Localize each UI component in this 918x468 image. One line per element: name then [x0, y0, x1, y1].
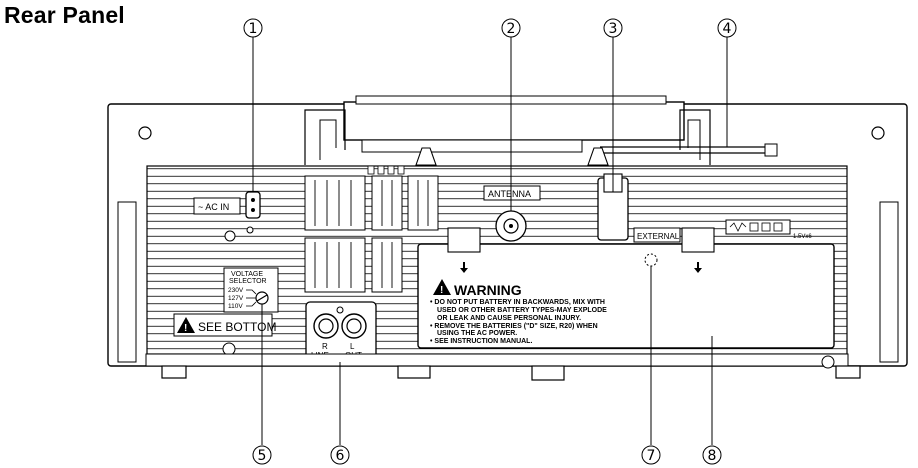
arrow-down-right-icon: [694, 262, 702, 273]
warning-line-1: • DO NOT PUT BATTERY IN BACKWARDS, MIX W…: [430, 299, 605, 306]
right-handle-bracket-inner: [687, 119, 701, 160]
handle-hinge-right: [587, 147, 609, 166]
handle-hinge-left: [415, 147, 437, 166]
top-deck: [343, 101, 685, 141]
foot-center-right: [531, 365, 565, 381]
voltage-110v: 110V: [228, 303, 243, 310]
callout-1: 1: [249, 21, 258, 37]
ac-in-pin-bottom: [251, 208, 255, 212]
left-handle-bracket: [304, 109, 346, 165]
voltage-arrows: [246, 289, 257, 307]
vent-block-mid-bottom: [371, 237, 403, 293]
base-strip: [145, 353, 849, 367]
line-out-jack-l-inner: [346, 318, 362, 334]
voltage-selector-slot: [256, 294, 268, 302]
screw-top-right: [871, 126, 885, 140]
antenna-jack-pin: [509, 224, 513, 228]
callout-2-circle: [501, 18, 521, 38]
foot-left: [161, 365, 187, 379]
voltage-127v: 127V: [228, 295, 244, 302]
page-title: Rear Panel: [4, 2, 125, 28]
line-out-r-label: R: [322, 342, 328, 351]
see-bottom-box: [173, 313, 273, 337]
warning-line-5: USING THE AC POWER.: [437, 330, 517, 337]
battery-cover-tab-right: [681, 227, 715, 253]
battery-cover-tab-left: [447, 227, 481, 253]
ac-in-socket: [245, 191, 261, 219]
vent-block-left-bottom: [304, 237, 366, 293]
screw-left-bottom: [222, 342, 236, 356]
external-label-box: [633, 227, 681, 243]
vent-slots: [314, 180, 429, 288]
callout-5: 5: [258, 448, 267, 464]
right-handle-bracket: [679, 109, 711, 165]
voltage-selector-title-1: VOLTAGE: [231, 271, 263, 278]
foot-center-left: [397, 365, 431, 379]
warning-triangle-icon: [433, 279, 451, 295]
line-out-l-label: L: [350, 342, 355, 351]
housing-left-side: [117, 201, 137, 363]
arrow-down-left-icon: [460, 262, 468, 273]
screw-left-mid: [224, 230, 236, 242]
vent-block-mid-top: [371, 175, 403, 231]
callout-4-circle: [717, 18, 737, 38]
see-bottom-warning-icon: [177, 317, 195, 333]
warning-line-3: OR LEAK AND CAUSE PERSONAL INJURY.: [437, 315, 581, 322]
vent-block-right: [407, 175, 439, 231]
warning-line-4: • REMOVE THE BATTERIES ("D" SIZE, R20) W…: [430, 323, 598, 330]
callout-1-circle: [243, 18, 263, 38]
callout-5-circle: [252, 445, 272, 465]
see-bottom-label: SEE BOTTOM: [198, 320, 276, 334]
external-label: EXTERNAL: [637, 232, 680, 241]
dc-polarity-symbols: [729, 222, 783, 232]
vent-top-tabs: [367, 165, 405, 175]
antenna-label: ANTENNA: [488, 189, 531, 199]
vent-block-left-top: [304, 175, 366, 231]
ac-in-label: ~ AC IN: [198, 202, 229, 212]
dc-spec-label: 1.5Vx6: [793, 234, 812, 240]
warning-line-2: USED OR OTHER BATTERY TYPES-MAY EXPLODE: [437, 307, 607, 314]
callout-leaders: [252, 37, 728, 445]
antenna-rod-tip: [764, 143, 778, 157]
line-out-jack-r-inner: [318, 318, 334, 334]
voltage-selector-title-2: SELECTOR: [229, 278, 267, 285]
callout-6: 6: [336, 448, 345, 464]
voltage-230v: 230V: [228, 287, 244, 294]
left-handle-bracket-inner: [319, 119, 337, 160]
warning-heading: WARNING: [454, 282, 522, 298]
callout-4: 4: [723, 21, 732, 37]
callout-8: 8: [708, 448, 717, 464]
housing-right-side: [879, 201, 899, 363]
callout-7-circle: [641, 445, 661, 465]
callout-6-circle: [330, 445, 350, 465]
callout-3-circle: [603, 18, 623, 38]
callout-8-circle: [702, 445, 722, 465]
warning-triangle-mark: !: [440, 285, 443, 296]
ac-in-label-box: [193, 197, 241, 215]
see-bottom-warning-mark: !: [184, 323, 187, 334]
ac-in-pin-top: [251, 198, 255, 202]
screw-bottom-right: [821, 355, 835, 369]
line-out-screw: [336, 306, 344, 314]
deck-lower-strip: [361, 139, 583, 153]
callout-3: 3: [609, 21, 618, 37]
callout-7: 7: [647, 448, 656, 464]
warning-line-6: • SEE INSTRUCTION MANUAL.: [430, 338, 532, 345]
foot-right: [835, 365, 861, 379]
antenna-label-box: [483, 185, 541, 201]
battery-cover: [417, 243, 835, 349]
screw-top-left: [138, 126, 152, 140]
callout-2: 2: [507, 21, 516, 37]
screw-small: [246, 226, 254, 234]
